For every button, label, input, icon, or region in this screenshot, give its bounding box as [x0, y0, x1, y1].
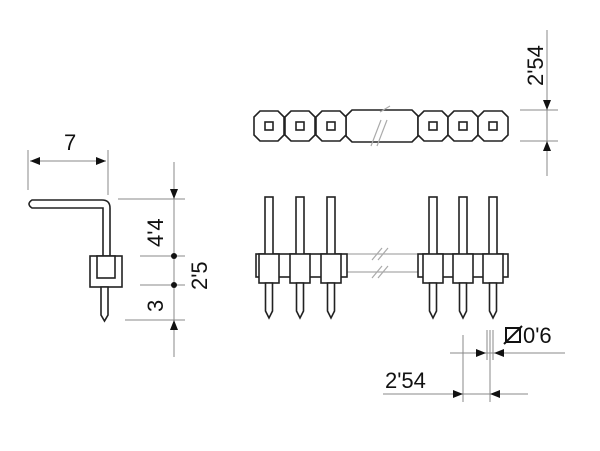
pin-square: [295, 121, 305, 131]
pin-body: [320, 253, 342, 284]
dim-label-7: 7: [64, 130, 76, 155]
bottom-dimensions: 0'6 2'54: [383, 323, 565, 402]
top-pitch-dimension: 2'54: [520, 30, 558, 176]
pin-square: [264, 121, 274, 131]
pin-upper: [264, 196, 274, 256]
pin-body: [422, 253, 444, 284]
pin-square: [326, 121, 336, 131]
pin-upper: [488, 196, 498, 256]
dim-label-diameter: 0'6: [523, 323, 552, 348]
pin-body: [482, 253, 504, 284]
dim-label-3: 3: [143, 300, 168, 312]
pin-body: [258, 253, 280, 284]
pin-lower: [428, 282, 438, 320]
pin-lower: [458, 282, 468, 320]
pin-square: [488, 121, 498, 131]
pin-upper: [295, 196, 305, 256]
top-view: [253, 105, 509, 147]
pin-body: [452, 253, 474, 284]
pin-lower: [326, 282, 336, 320]
pin-square: [428, 121, 438, 131]
side-view: 7 4'4 2'5 3: [27, 130, 212, 357]
pin-body: [289, 253, 311, 284]
pin-upper: [428, 196, 438, 256]
diameter-icon: [503, 325, 523, 345]
dim-label-2-5: 2'5: [187, 261, 212, 290]
bent-pin: [28, 199, 111, 259]
lower-pin: [100, 286, 109, 323]
pin-square: [458, 121, 468, 131]
pin-lower: [295, 282, 305, 320]
pin-upper: [458, 196, 468, 256]
pin-upper: [326, 196, 336, 256]
strip-middle: [345, 109, 419, 143]
front-view: [255, 196, 509, 320]
pin-lower: [264, 282, 274, 320]
pin-lower: [488, 282, 498, 320]
dim-label-pitch-top: 2'54: [523, 45, 548, 86]
dim-label-pitch-bottom: 2'54: [385, 368, 426, 393]
dim-label-4-4: 4'4: [143, 218, 168, 247]
